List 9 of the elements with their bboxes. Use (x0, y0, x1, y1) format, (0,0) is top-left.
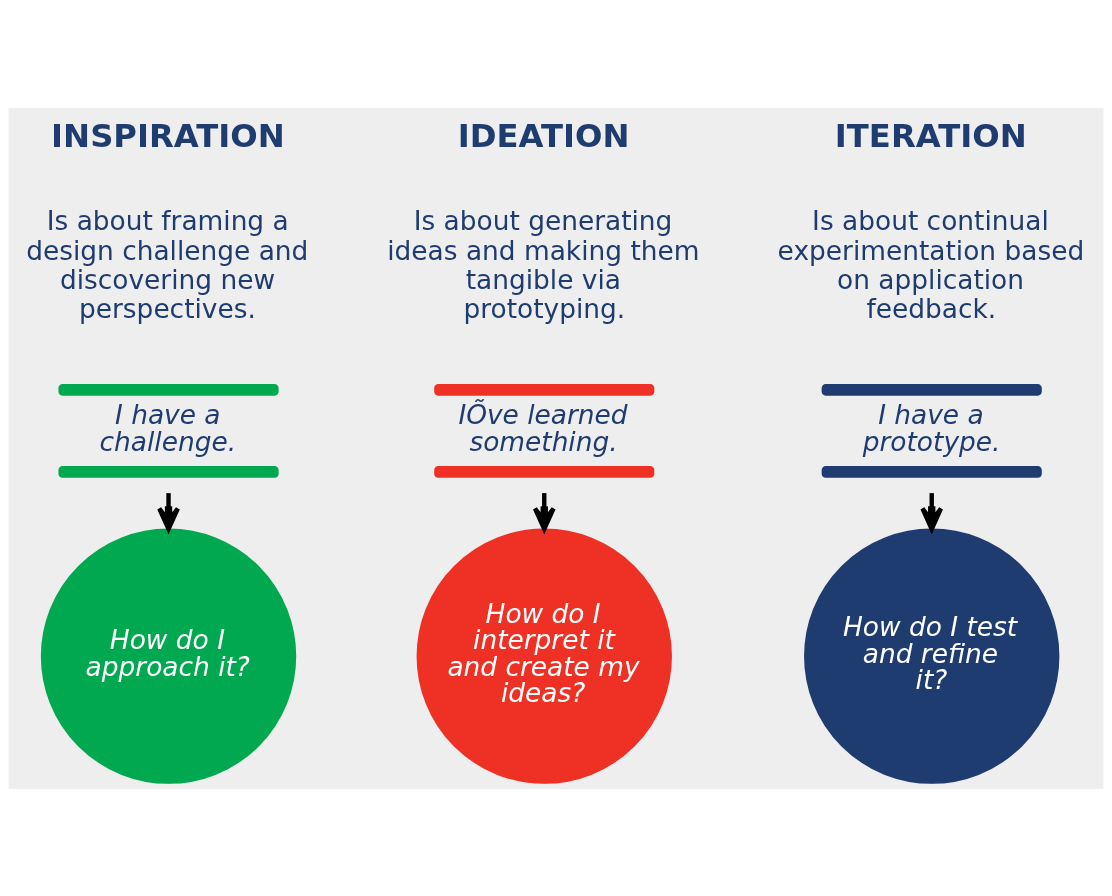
label: Is about framing a design challenge and discovering new perspectives. (26, 204, 309, 324)
node-circle: How do I approach it? (40, 528, 297, 784)
node-circle: How do I interpret it and create my ideas? (416, 528, 672, 784)
label: INSPIRATION (51, 116, 285, 155)
node-circle: How do I test and refine it? (804, 528, 1060, 784)
label: Is about generating ideas and making them tangible via prototyping. (387, 204, 700, 324)
label: IDEATION (457, 116, 630, 155)
label: ITERATION (834, 116, 1027, 155)
label: Is about continual experimentation based on application feedback. (777, 204, 1085, 324)
